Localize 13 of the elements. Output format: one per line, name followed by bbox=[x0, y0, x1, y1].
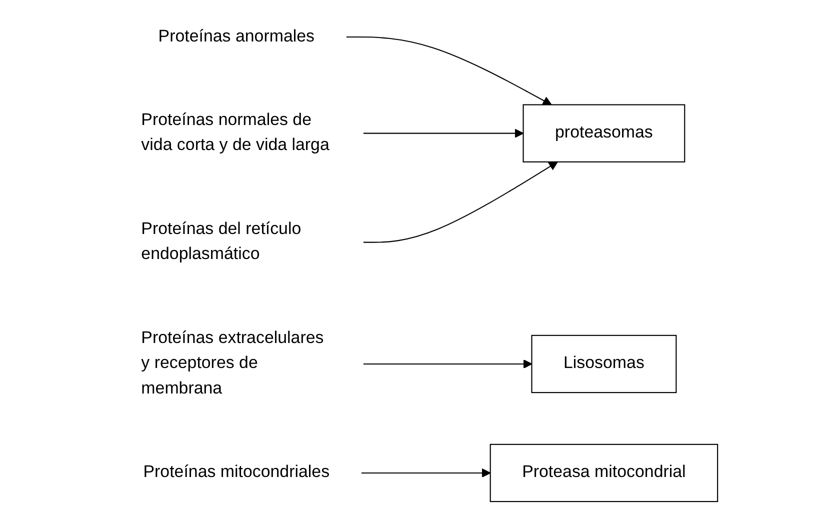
node-text: Proteínas del retículo endoplasmático bbox=[141, 220, 302, 264]
node-text: Proteínas extracelulares y receptores de membrana bbox=[141, 329, 324, 398]
node-text: Proteínas mitocondriales bbox=[143, 463, 330, 482]
arrow bbox=[363, 161, 558, 243]
arrow bbox=[346, 36, 552, 106]
node-box: Lisosomas bbox=[531, 334, 677, 394]
arrow bbox=[363, 128, 524, 138]
node-text: Proteínas anormales bbox=[158, 28, 315, 46]
node-text: Proteínas normales de vida corta y de vida larga bbox=[141, 111, 330, 154]
node-box: Proteasa mitocondrial bbox=[490, 444, 718, 502]
arrow bbox=[361, 468, 491, 478]
node-box: proteasomas bbox=[522, 104, 686, 162]
arrow bbox=[363, 359, 532, 369]
